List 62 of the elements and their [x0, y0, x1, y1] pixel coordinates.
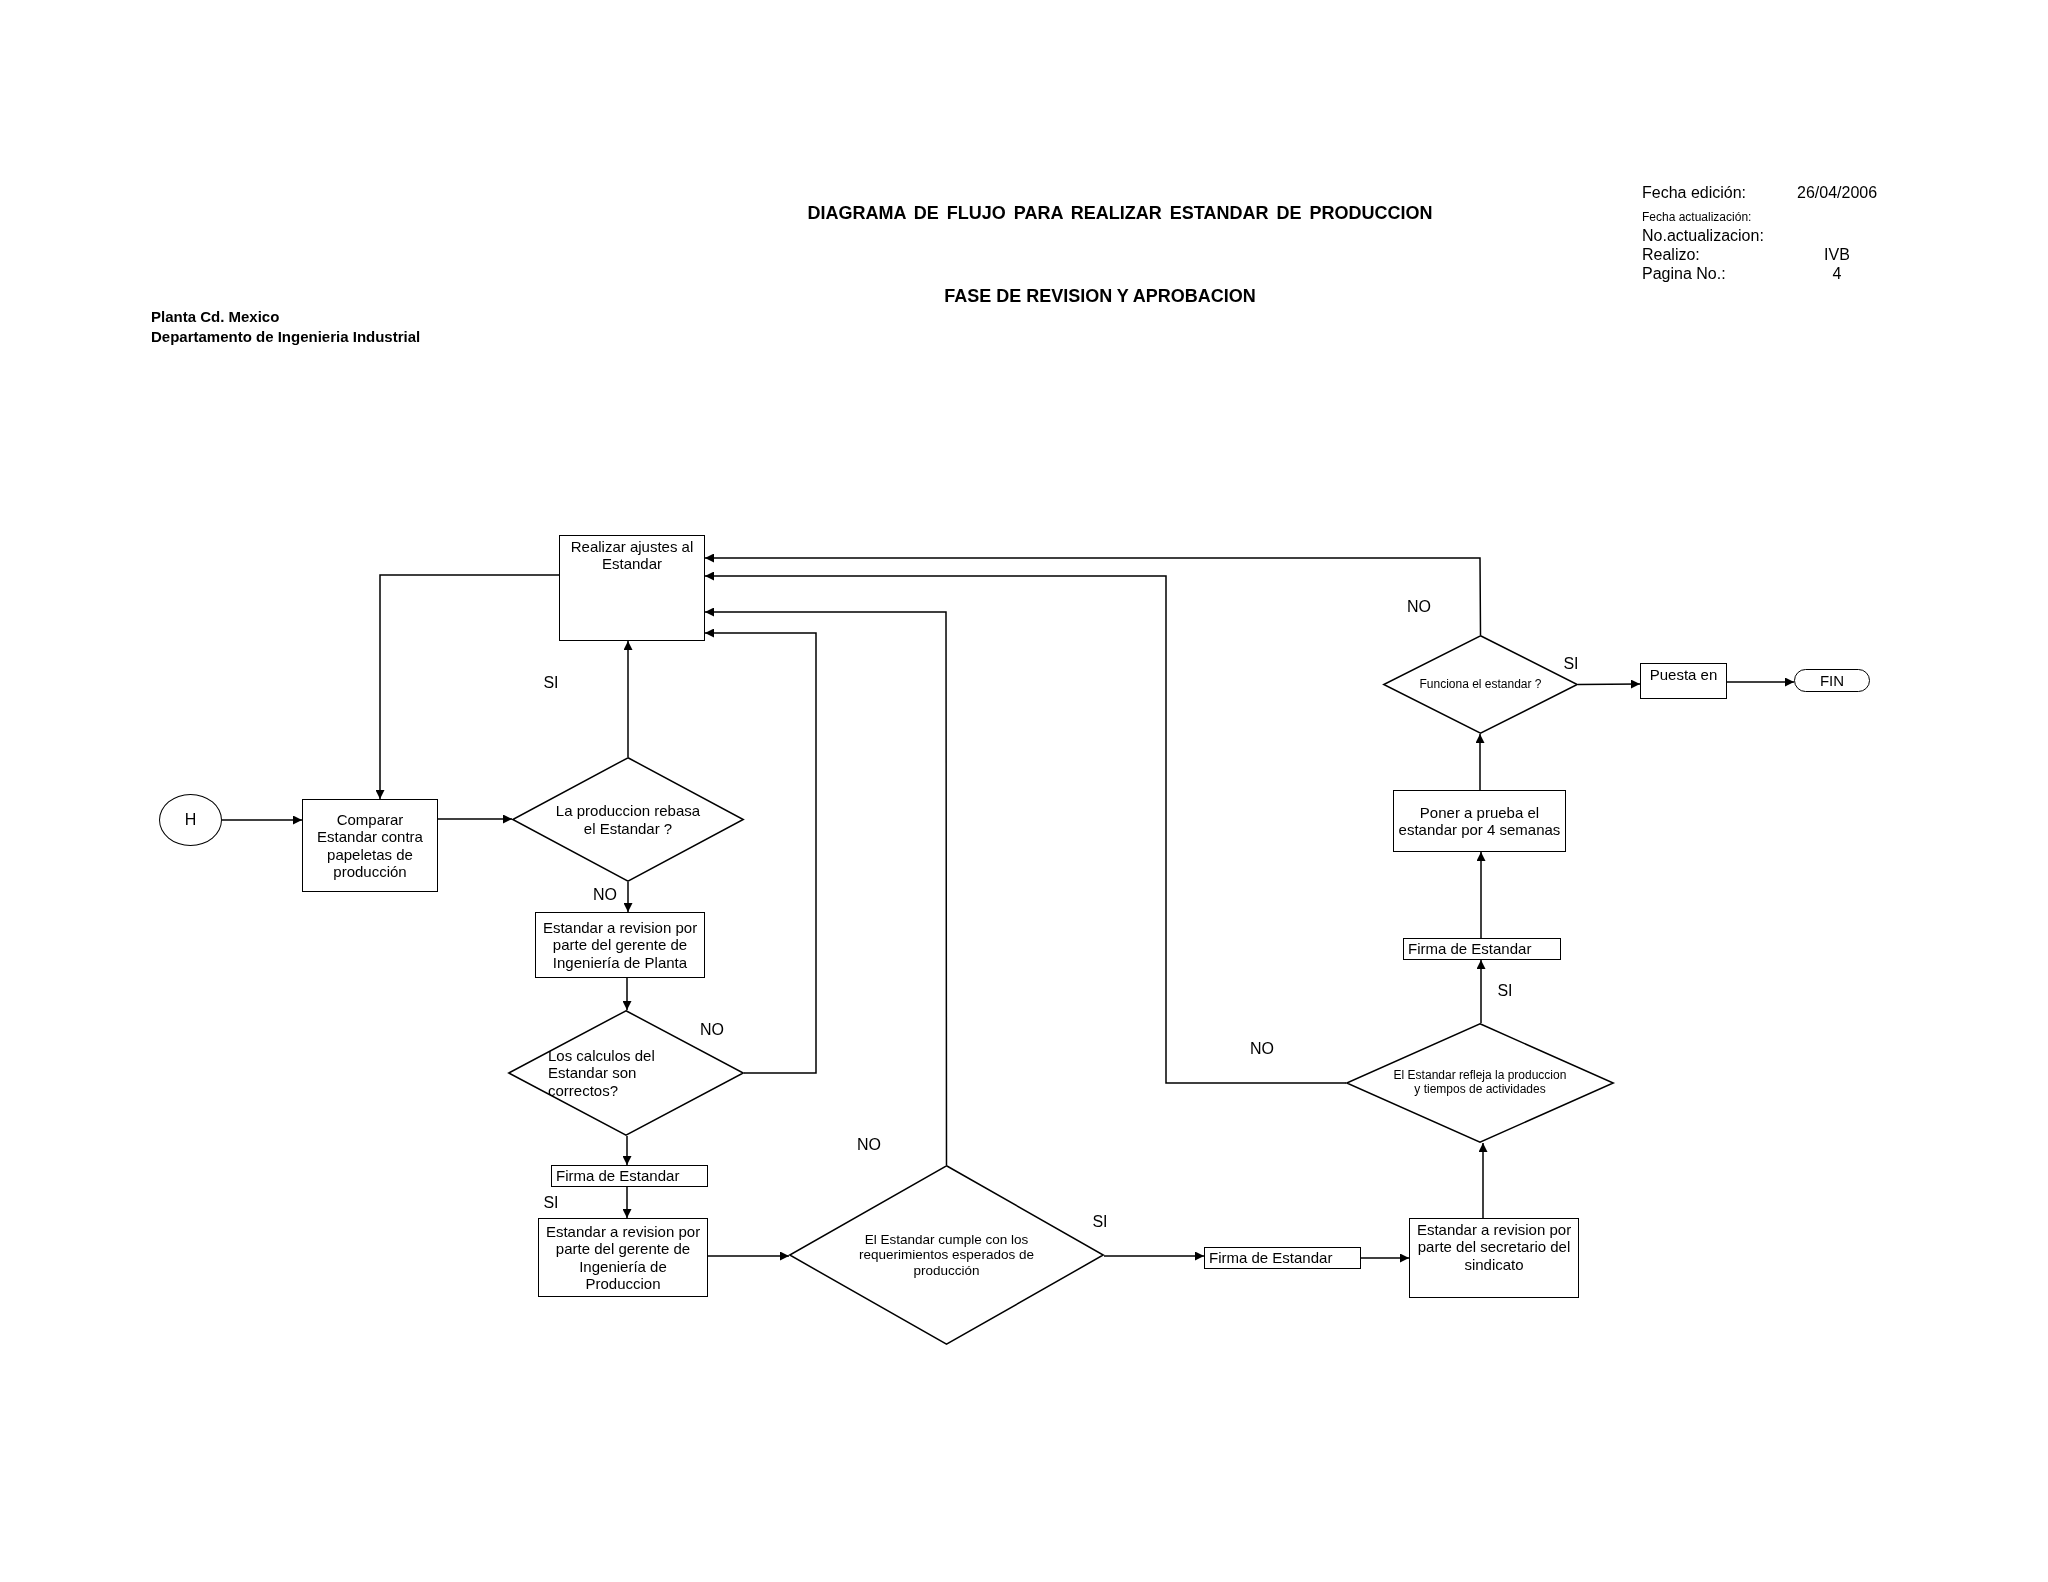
step-text: Estandar a revision por parte del secretario del sindicato: [1415, 1221, 1573, 1273]
header-text: Departamento de Ingenieria Industrial: [151, 328, 421, 345]
step-text: Firma de Estandar: [1408, 940, 1532, 958]
connector-arrow: [1475, 733, 1485, 791]
header-text: Pagina No.:: [1642, 265, 1726, 283]
header-text: Fecha actualización:: [1642, 210, 1752, 224]
process-box: [538, 1218, 708, 1297]
process-box: [302, 799, 438, 892]
connector-arrow: [704, 553, 1482, 636]
connector-arrow: [1476, 851, 1486, 939]
connector-arrow: [1476, 959, 1486, 1024]
connector-arrow: [437, 814, 513, 824]
connector-arrow: [704, 571, 1347, 1084]
step-text: Estandar a revision por parte del gerente de Ingeniería de Produccion: [544, 1223, 702, 1292]
decision-text: El Estandar refleja la produccion y tiempos de actividades: [1392, 1069, 1568, 1097]
header-text: FASE DE REVISION Y APROBACION: [944, 286, 1256, 307]
terminator-pill: [1794, 669, 1870, 692]
connector-circle: [159, 794, 222, 846]
header-text: No.actualizacion:: [1642, 227, 1764, 245]
step-text: Firma de Estandar: [556, 1167, 680, 1185]
step-text: Estandar a revision por parte del gerente de Ingeniería de Planta: [541, 919, 699, 971]
process-box: [559, 535, 705, 641]
step-text: Firma de Estandar: [1209, 1249, 1333, 1267]
decision-text: La produccion rebasa el Estandar ?: [554, 802, 702, 837]
step-text: Realizar ajustes al Estandar: [569, 538, 695, 573]
header-text: Planta Cd. Mexico: [151, 308, 280, 325]
decision-text: El Estandar cumple con los requerimientos esperados de producción: [858, 1231, 1035, 1279]
process-box: [1409, 1218, 1579, 1298]
connector-arrow: [1360, 1253, 1410, 1263]
process-box: [1204, 1247, 1361, 1269]
diagram-title: DIAGRAMA DE FLUJO PARA REALIZAR ESTANDAR DE PRODUCCION: [806, 203, 1434, 224]
step-text: Comparar Estandar contra papeletas de producción: [316, 811, 424, 880]
process-box: [1393, 790, 1566, 852]
process-box: [551, 1165, 708, 1187]
connector-arrow: [375, 574, 560, 800]
decision-text: Los calculos del Estandar son correctos?: [548, 1047, 656, 1099]
process-box: [1403, 938, 1561, 960]
step-text: FIN: [1819, 671, 1845, 690]
connector-arrow: [622, 1186, 632, 1219]
step-text: H: [184, 810, 197, 830]
connector-arrow: [704, 607, 948, 1166]
connector-arrow: [623, 881, 633, 913]
step-text: Poner a prueba el estandar por 4 semanas: [1398, 803, 1561, 839]
connector-arrow: [623, 640, 633, 758]
process-box: [1640, 663, 1727, 699]
connector-arrow: [1577, 679, 1641, 689]
step-text: Puesta en: [1649, 666, 1718, 684]
connector-arrow: [1726, 677, 1795, 687]
header-text: Realizo:: [1642, 246, 1700, 264]
process-box: [535, 912, 705, 978]
header-text: 4: [1832, 265, 1842, 283]
connector-arrow: [704, 628, 817, 1074]
connector-arrow: [622, 1135, 632, 1166]
connector-arrow: [622, 977, 632, 1011]
header-text: 26/04/2006: [1797, 184, 1878, 202]
header-text: IVB: [1824, 246, 1850, 264]
connector-arrow: [707, 1251, 790, 1261]
connector-arrow: [1478, 1142, 1488, 1219]
header-text: Fecha edición:: [1642, 184, 1747, 202]
decision-text: Funciona el estandar ?: [1419, 677, 1542, 692]
connector-arrow: [221, 815, 303, 825]
connector-arrow: [1103, 1251, 1205, 1261]
